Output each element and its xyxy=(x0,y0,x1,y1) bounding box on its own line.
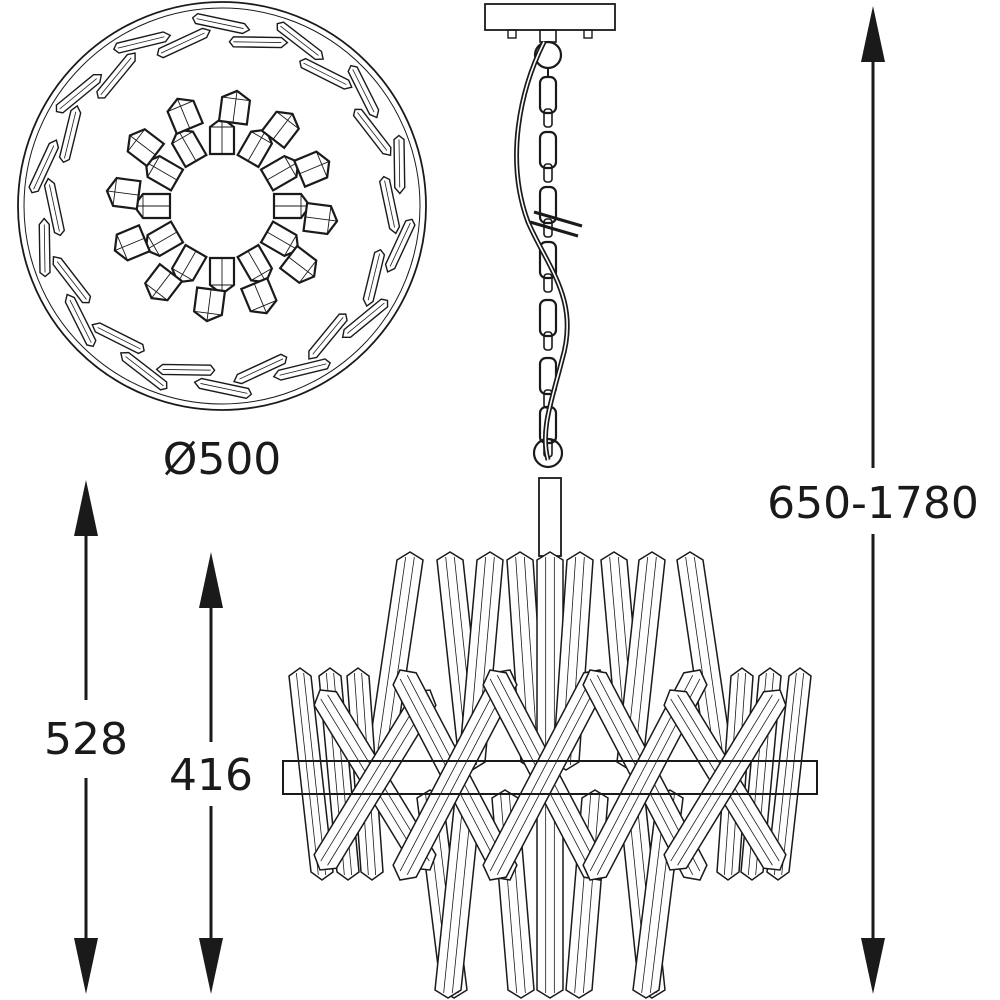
ring-crystal xyxy=(58,104,82,164)
ring-crystal xyxy=(43,177,66,237)
cross-crystal-rod xyxy=(313,689,437,871)
top-view-inner-ring xyxy=(23,7,421,405)
chain-link-small xyxy=(543,331,553,351)
chain-link xyxy=(538,240,558,280)
ring-crystal xyxy=(28,139,60,194)
ring-crystal xyxy=(347,64,380,119)
ring-crystal xyxy=(378,175,401,235)
lamp-ring-band xyxy=(282,760,818,795)
chain-link-small xyxy=(543,163,553,183)
top-view-outer-crystals xyxy=(28,12,416,400)
inner-crystal xyxy=(113,223,152,262)
canopy xyxy=(484,3,616,43)
ring-crystal xyxy=(276,21,325,61)
inner-crystal xyxy=(166,97,205,136)
ring-crystal xyxy=(384,218,416,273)
inner-crystal xyxy=(192,286,227,323)
ring-crystal xyxy=(96,52,136,99)
ring-crystal xyxy=(308,313,348,360)
dimension-lines xyxy=(74,6,885,994)
cross-crystal-rod xyxy=(663,689,787,871)
inner-crystal xyxy=(302,201,339,236)
ring-crystal xyxy=(91,322,145,355)
crystal-height-label: 416 xyxy=(169,750,253,801)
ring-crystal xyxy=(341,298,389,339)
crystal-height-dimension xyxy=(199,552,223,994)
lower-crystal-rod xyxy=(434,789,482,999)
chain-link xyxy=(538,298,558,338)
top-view xyxy=(17,1,427,411)
ring-crystal xyxy=(362,248,386,308)
top-view-outer-ring xyxy=(17,1,427,411)
chain-link-small xyxy=(543,273,553,293)
inner-crystal xyxy=(292,150,331,189)
ring-crystal xyxy=(299,57,353,90)
ring-crystal xyxy=(228,36,289,49)
ring-crystal xyxy=(191,12,251,35)
ring-crystal xyxy=(119,351,168,391)
lamp-body xyxy=(282,551,818,999)
ring-crystal xyxy=(155,363,216,376)
chain-link xyxy=(538,130,558,170)
inner-crystal xyxy=(126,127,166,168)
ring-crystal xyxy=(156,27,211,59)
ring-crystal xyxy=(52,255,92,304)
chain-link-small xyxy=(543,108,553,128)
stem xyxy=(538,477,562,557)
chain-link xyxy=(538,75,558,115)
total-height-label: 650-1780 xyxy=(767,478,979,529)
inner-crystal xyxy=(144,154,185,192)
inner-crystal xyxy=(217,89,252,126)
inner-crystal xyxy=(260,110,301,150)
ring-crystal xyxy=(233,353,288,385)
ring-crystal xyxy=(352,108,392,157)
chain-link xyxy=(538,185,558,225)
inner-crystal xyxy=(143,262,184,302)
ring-crystal xyxy=(55,73,103,114)
lower-crystal-rod xyxy=(536,789,564,999)
suspension-chain xyxy=(532,40,564,469)
body-height-label: 528 xyxy=(44,714,128,765)
crossed-crystal-rods xyxy=(313,669,787,881)
body-height-dimension xyxy=(74,480,98,994)
inner-crystal xyxy=(239,276,278,315)
inner-crystal xyxy=(278,244,318,285)
inner-crystal xyxy=(105,176,142,211)
ring-crystal xyxy=(64,293,97,348)
diameter-label: Ø500 xyxy=(163,434,282,485)
total-height-dimension xyxy=(861,6,885,994)
ring-crystal xyxy=(38,217,51,278)
ring-crystal xyxy=(193,377,253,400)
top-view-inner-crystals xyxy=(105,89,339,323)
ring-crystal xyxy=(393,134,406,195)
power-cable xyxy=(514,40,583,461)
ring-crystal xyxy=(112,31,172,54)
ring-crystal xyxy=(272,358,332,381)
